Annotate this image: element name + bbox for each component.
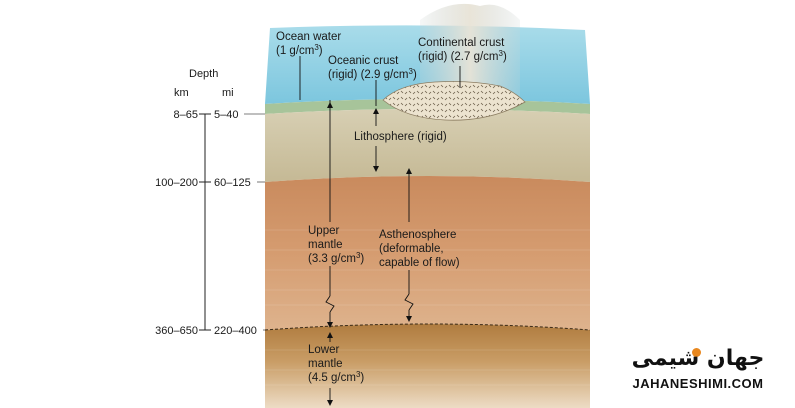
oceanic-crust-label: Oceanic crust [328,55,399,67]
upper-mantle-density-label: (3.3 g/cm3) [308,251,364,265]
oceanic-crust-density-label: (rigid) (2.9 g/cm3) [328,67,417,81]
continental-crust-label: Continental crust [418,37,505,49]
oceanic-crust-density-close: ) [413,69,417,81]
upper-mantle-density-exp: 3 [356,251,361,260]
depth-axis-unit-mi: mi [222,87,234,99]
asthenosphere-label-line2: (deformable, [379,243,444,255]
lower-mantle-label-line2: mantle [308,358,343,370]
ocean-water-density-text: (1 g/cm [276,45,314,57]
asthenosphere-label-line3: capable of flow) [379,257,460,269]
ocean-water-density-close: ) [319,45,323,57]
oceanic-crust-density-exp: 3 [409,67,414,76]
upper-mantle-layer [265,176,590,330]
depth-tick-km-1: 8–65 [174,109,198,121]
ocean-water-density-exp: 3 [314,43,319,52]
depth-tick-km-2: 100–200 [155,177,198,189]
upper-mantle-density-close: ) [360,253,364,265]
continental-crust-density-close: ) [503,51,507,63]
asthenosphere-label-line1: Asthenosphere [379,229,456,241]
lithosphere-layer [265,109,590,182]
continental-crust-body [382,81,526,121]
depth-tick-km-3: 360–650 [155,325,198,337]
lower-mantle-density-close: ) [360,372,364,384]
continental-crust-density-label: (rigid) (2.7 g/cm3) [418,49,507,63]
logo-persian-text: جهان شیمی [631,346,765,371]
continental-crust-density-exp: 3 [499,49,504,58]
lower-mantle-density-text: (4.5 g/cm [308,372,356,384]
depth-tick-mi-1: 5–40 [214,109,238,121]
logo-dot-icon [692,348,701,357]
lower-mantle-label-line1: Lower [308,344,339,356]
site-logo: جهان شیمی JAHANESHIMI.COM [618,346,778,400]
lithosphere-label: Lithosphere (rigid) [354,131,447,143]
upper-mantle-label-line2: mantle [308,239,343,251]
upper-mantle-density-text: (3.3 g/cm [308,253,356,265]
depth-tick-mi-3: 220–400 [214,325,257,337]
arrowheads [327,102,412,406]
continental-crust-density-text: (rigid) (2.7 g/cm [418,51,499,63]
mantle-banding [265,229,590,386]
lower-mantle-layer [265,324,590,408]
ocean-water-density-label: (1 g/cm3) [276,43,323,57]
lower-mantle-boundary [264,323,591,331]
lower-mantle-density-exp: 3 [356,370,361,379]
oceanic-crust-density-text: (rigid) (2.9 g/cm [328,69,409,81]
logo-latin-text: JAHANESHIMI.COM [632,376,764,391]
oceanic-crust-label-line1: Oceanic crust [328,55,399,67]
lower-mantle-density-label: (4.5 g/cm3) [308,370,364,384]
ocean-water-label-line1: Ocean water [276,31,341,43]
continental-crust-label-line1: Continental crust [418,37,505,49]
depth-axis-unit-km: km [174,87,189,99]
depth-tick-mi-2: 60–125 [214,177,251,189]
depth-axis: Depth km mi 8–65 5–40 100–200 60–125 360… [155,68,265,337]
continent-highland [420,3,520,100]
depth-axis-title: Depth [189,68,218,80]
upper-mantle-label-line1: Upper [308,225,339,237]
ocean-water-label: Ocean water [276,31,341,43]
